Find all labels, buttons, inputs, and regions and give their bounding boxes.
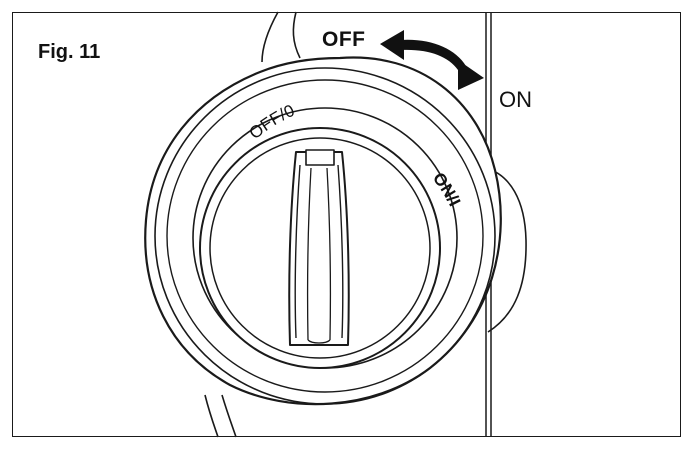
double-headed-curved-arrow-icon <box>380 30 484 90</box>
switch-housing <box>204 11 527 438</box>
direction-label-off: OFF <box>322 28 366 51</box>
knob-handle <box>288 149 350 346</box>
direction-label-on: ON <box>499 87 532 112</box>
figure-frame <box>12 12 681 437</box>
figure-label: Fig. 11 <box>38 41 101 63</box>
